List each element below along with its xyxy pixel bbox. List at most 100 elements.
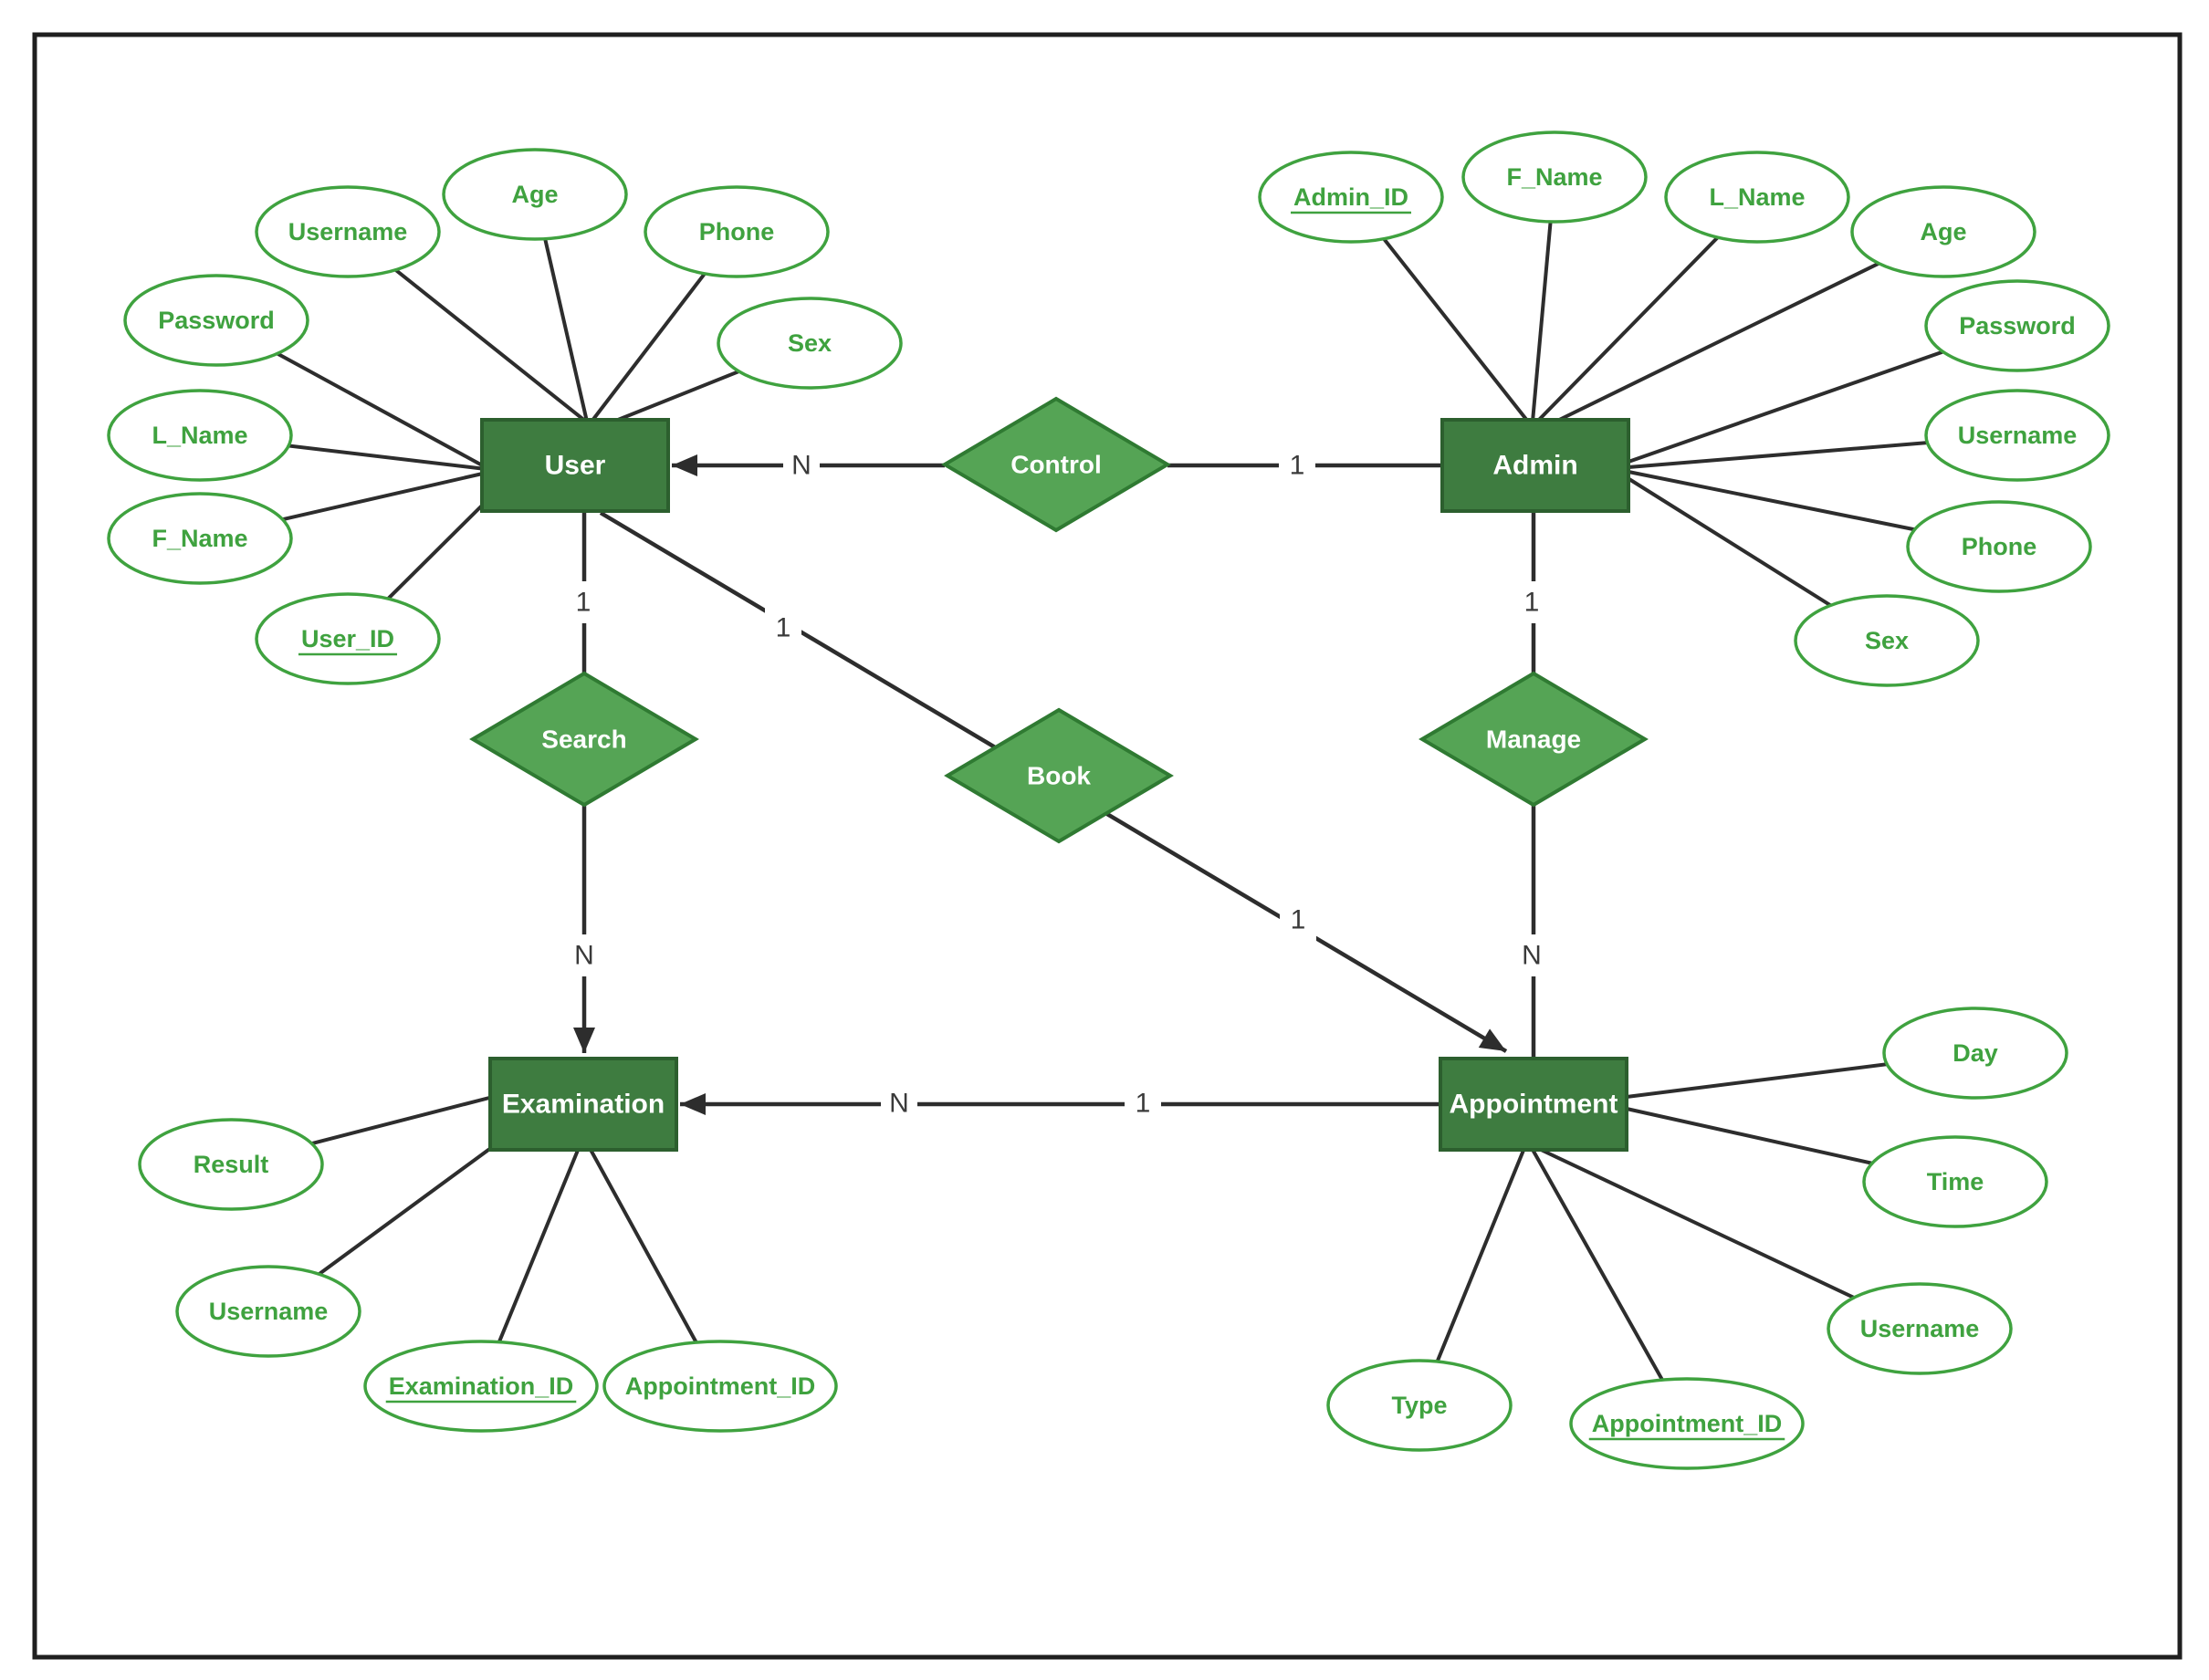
attribute-user-phone: Phone (644, 185, 830, 278)
relationship-diamond (941, 396, 1171, 533)
attribute-user-l-name: L_Name (107, 389, 293, 482)
attribute-admin-username: Username (1924, 389, 2110, 482)
attribute-ellipse (1827, 1282, 2013, 1375)
attribute-examination-appointment-id: Appointment_ID (602, 1340, 838, 1433)
cardinality-gap (1280, 899, 1316, 941)
cardinality-gap (1279, 444, 1315, 486)
attribute-label: Admin_ID (1293, 183, 1408, 211)
attribute-label: Sex (1865, 627, 1909, 654)
attribute-ellipse (717, 297, 903, 390)
entity-label: User (545, 451, 606, 481)
entity-box (1440, 418, 1630, 513)
attribute-ellipse (1569, 1377, 1805, 1470)
shapes-layer: UsernameAgePhoneSexPasswordL_NameF_NameU… (107, 130, 2110, 1470)
cardinality-gap (1513, 581, 1550, 623)
attribute-ellipse (1924, 279, 2110, 372)
diagram-border (32, 32, 2183, 1660)
relationship-label: Book (1027, 762, 1091, 790)
attribute-ellipse (255, 592, 441, 685)
attribute-appointment-type: Type (1326, 1359, 1513, 1452)
cardinality-label-user-book-appointment-0: 1 (776, 613, 791, 643)
attribute-user-sex: Sex (717, 297, 903, 390)
attribute-ellipse (1882, 1007, 2068, 1100)
attribute-ellipse (107, 492, 293, 585)
cardinality-gap (565, 581, 602, 623)
relationship-label: Control (1010, 451, 1102, 479)
attribute-examination-username: Username (175, 1265, 361, 1358)
relationship-diamond (469, 671, 699, 808)
attribute-label: F_Name (152, 525, 247, 552)
attribute-label: Time (1927, 1168, 1984, 1195)
attribute-admin-phone: Phone (1906, 500, 2092, 593)
relationship-diamond (1419, 671, 1649, 808)
relationship-search: Search (469, 671, 699, 808)
cardinality-gap (1513, 934, 1550, 976)
attribute-label: Username (1958, 422, 2078, 449)
attribute-user-username: Username (255, 185, 441, 278)
cardinality-label-control-user-0: N (791, 451, 811, 481)
attribute-label: Username (1860, 1315, 1980, 1342)
attribute-admin-sex: Sex (1794, 594, 1980, 687)
relationship-diamond (944, 707, 1174, 844)
cardinality-label-admin-manage-0: 1 (1524, 588, 1540, 618)
cardinality-label-user-search-0: 1 (576, 588, 592, 618)
attribute-label: L_Name (1709, 183, 1805, 211)
attribute-label: Examination_ID (389, 1372, 574, 1400)
attribute-ellipse (644, 185, 830, 278)
attribute-ellipse (1906, 500, 2092, 593)
attribute-admin-age: Age (1850, 185, 2036, 278)
attribute-label: Username (209, 1298, 329, 1325)
relationship-label: Manage (1486, 725, 1581, 754)
attribute-label: Phone (699, 218, 775, 245)
attribute-user-age: Age (442, 148, 628, 241)
attribute-ellipse (107, 389, 293, 482)
entity-box (480, 418, 670, 513)
attribute-ellipse (1461, 130, 1648, 224)
attribute-label: Username (288, 218, 408, 245)
entity-label: Admin (1492, 451, 1577, 481)
attribute-admin-admin-id: Admin_ID (1258, 151, 1444, 244)
cardinality-label-appointment-examination-1: N (889, 1089, 909, 1119)
attribute-admin-password: Password (1924, 279, 2110, 372)
attribute-appointment-time: Time (1862, 1135, 2048, 1228)
attribute-label: Day (1953, 1039, 1998, 1067)
attribute-label: Age (1920, 218, 1966, 245)
attribute-ellipse (442, 148, 628, 241)
attribute-ellipse (175, 1265, 361, 1358)
attribute-label: User_ID (301, 625, 394, 652)
attribute-ellipse (1326, 1359, 1513, 1452)
attribute-user-user-id: User_ID (255, 592, 441, 685)
attribute-appointment-username: Username (1827, 1282, 2013, 1375)
attribute-examination-examination-id: Examination_ID (363, 1340, 599, 1433)
entity-appointment: Appointment (1439, 1057, 1628, 1152)
cardinality-label-manage-appointment-0: N (1522, 941, 1542, 971)
entity-user: User (480, 418, 670, 513)
entity-box (488, 1057, 678, 1152)
attribute-admin-l-name: L_Name (1664, 151, 1850, 244)
attribute-label: Appointment_ID (1592, 1410, 1783, 1437)
cardinality-label-search-examination-0: N (574, 941, 594, 971)
attribute-user-password: Password (123, 274, 309, 367)
attribute-ellipse (1258, 151, 1444, 244)
relationship-manage: Manage (1419, 671, 1649, 808)
cardinality-gap (566, 934, 602, 976)
attribute-ellipse (123, 274, 309, 367)
cardinality-gap (783, 444, 820, 486)
attribute-appointment-appointment-id: Appointment_ID (1569, 1377, 1805, 1470)
attribute-label: Sex (788, 329, 832, 357)
attribute-ellipse (1862, 1135, 2048, 1228)
entity-admin: Admin (1440, 418, 1630, 513)
attribute-label: L_Name (152, 422, 247, 449)
cardinality-gap (881, 1082, 917, 1124)
entity-label: Appointment (1450, 1090, 1618, 1120)
attribute-label: Type (1391, 1392, 1447, 1419)
attribute-appointment-day: Day (1882, 1007, 2068, 1100)
relationship-control: Control (941, 396, 1171, 533)
attribute-ellipse (1664, 151, 1850, 244)
attribute-label: Age (511, 181, 558, 208)
attribute-label: Appointment_ID (625, 1372, 816, 1400)
attribute-ellipse (602, 1340, 838, 1433)
